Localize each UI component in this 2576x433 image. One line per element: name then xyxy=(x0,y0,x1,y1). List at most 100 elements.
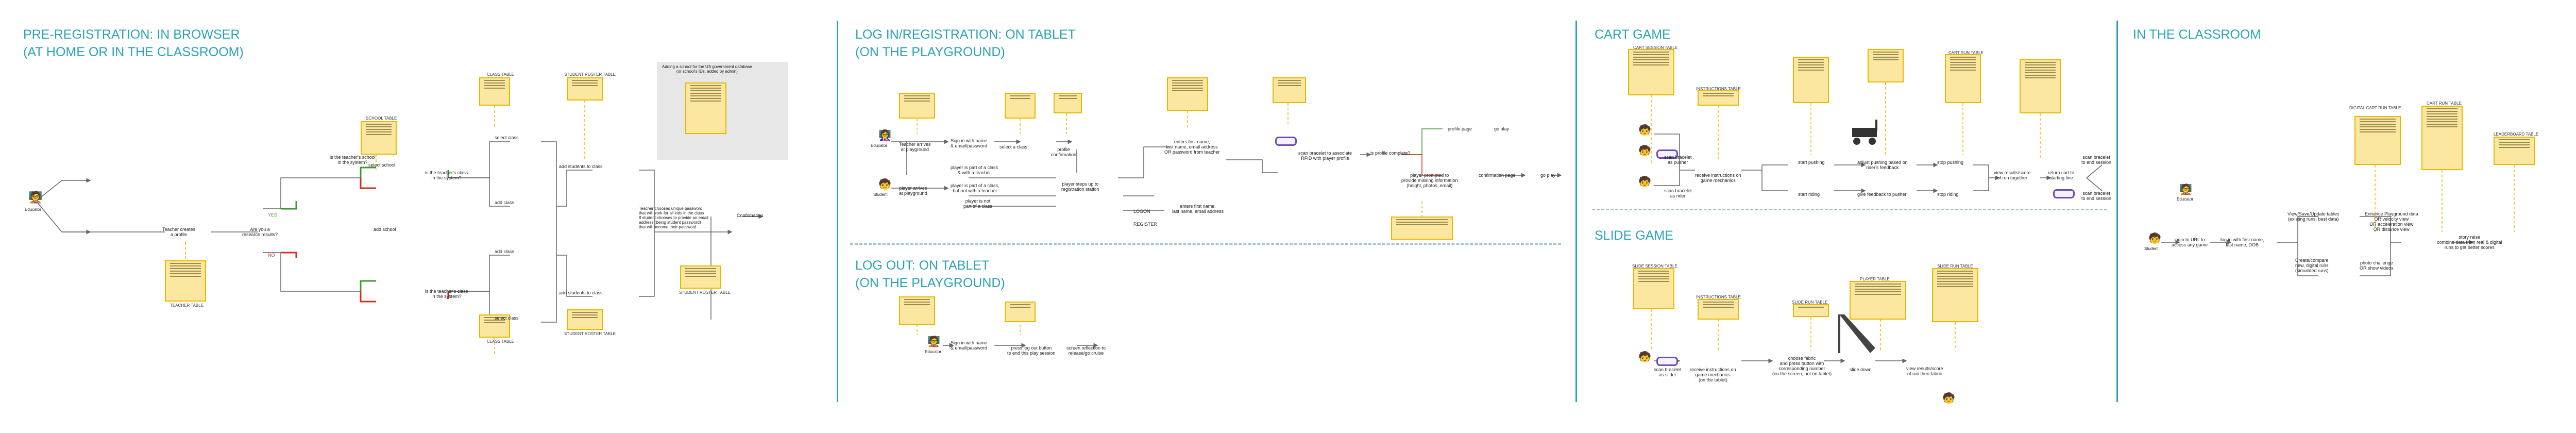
cart-pusher-icon: 🧒 xyxy=(1638,125,1651,136)
classroom-educator-icon: 🧑‍🏫 xyxy=(2179,184,2192,195)
student-roster-table-top xyxy=(567,77,603,101)
classroom-educator-label: Educator xyxy=(2177,197,2194,202)
classroom-cart-table-label: CART RUN TABLE xyxy=(2427,101,2462,106)
section-title-cart-game: CART GAME xyxy=(1595,27,1671,42)
login-teacher-table xyxy=(899,93,935,119)
login-student-info-table-2 xyxy=(1273,77,1306,103)
is-class-question-bottom: is the teacher's class in the system? xyxy=(425,289,468,299)
student-roster-table-bottom xyxy=(567,309,603,330)
cart-scan-rider-label: scan bracelet as rider xyxy=(1664,188,1692,198)
cart-session-table-label: CART SESSION TABLE xyxy=(1633,45,1678,50)
section-divider xyxy=(837,21,838,402)
login-educator-label: Educator xyxy=(871,143,888,148)
gov-database-note: Adding a school for the US government da… xyxy=(662,64,752,74)
login-player-table xyxy=(1391,216,1453,240)
slide-run-table-small-label: SLIDE RUN TABLE xyxy=(1792,300,1828,305)
student-roster-label-bottom: STUDENT ROSTER TABLE xyxy=(564,331,616,336)
select-class-label-top: select class xyxy=(495,135,519,140)
school-table-label: SCHOOL TABLE xyxy=(366,116,397,121)
cart-instructions-table-label: INSTRUCTIONS TABLE xyxy=(1696,87,1741,91)
classroom-leaderboard-label: LEADERBOARD TABLE xyxy=(2494,132,2539,137)
add-class-label-bottom: add class xyxy=(495,249,515,254)
classroom-login2-label: log in with first name, last name, DOB xyxy=(2221,237,2264,247)
bracelet-icon xyxy=(1275,137,1297,146)
slide-session-table xyxy=(1633,268,1674,309)
cart-return-label: return cart to starting line xyxy=(2048,170,2075,180)
view-tables-label: View/Save/Update tables (existing runs, … xyxy=(2287,211,2340,222)
add-students-label-top: add students to class xyxy=(559,164,603,169)
cart-start-riding-label: start riding xyxy=(1798,192,1820,197)
slide-choose-label: choose fabric and press button with corr… xyxy=(1772,356,1832,376)
class-table-bottom xyxy=(479,314,510,338)
section-title-classroom: IN THE CLASSROOM xyxy=(2133,27,2261,42)
logout-educator-icon: 🧑‍🏫 xyxy=(927,336,940,347)
bracelet-icon xyxy=(1656,357,1678,366)
classroom-cart-run-table xyxy=(2421,106,2463,170)
registered-question: Are you a research results? xyxy=(242,227,278,237)
login-select-class-label: select a class xyxy=(999,144,1028,149)
photo-challenge-label: photo challenge OR show videos xyxy=(2360,260,2394,271)
slide-icon xyxy=(1838,314,1875,353)
story-raise-label: story raise combine data from real & dig… xyxy=(2437,235,2502,250)
part-of-class-label: player is part of a class & with a teach… xyxy=(951,165,998,175)
add-school-label: add school xyxy=(374,227,396,232)
login-sign-in-label: Sign in with name & email/password xyxy=(951,138,988,148)
slide-scan-label: scan bracelet as slider xyxy=(1654,367,1682,377)
class-table-top-label: CLASS TABLE xyxy=(487,72,515,77)
classroom-student-label: Student xyxy=(2144,246,2159,251)
cart-start-pushing-label: start pushing xyxy=(1798,160,1825,165)
add-class-label-top: add class xyxy=(495,200,515,205)
bracelet-icon xyxy=(2053,189,2075,198)
yes-label: YES xyxy=(268,212,278,218)
cart-stop-riding-label: stop riding xyxy=(1937,192,1959,197)
add-students-label-bottom: add students to class xyxy=(559,290,603,295)
is-class-question-top: is the teacher's class in the system? xyxy=(425,170,468,180)
section-divider xyxy=(2116,21,2118,402)
section-divider-dashed xyxy=(1592,209,2107,210)
student-roster-label-final: STUDENT ROSTER TABLE xyxy=(679,290,731,295)
cart-rider2-icon: 🧒 xyxy=(1638,176,1651,188)
slide-run-table-label: SLIDE RUN TABLE xyxy=(1937,264,1973,269)
slide-player-icon: 🧒 xyxy=(1638,352,1651,363)
is-school-question-top: is the teacher's school in the system? xyxy=(330,155,376,165)
section-title-slide-game: SLIDE GAME xyxy=(1595,228,1673,243)
logout-educator-label: Educator xyxy=(925,349,942,354)
enter-name-label-2: enters first name, last name, email addr… xyxy=(1172,204,1224,214)
logout-sign-in-label: Sign in with name & email/password xyxy=(951,340,988,351)
section-title-pre-registration: PRE-REGISTRATION: IN BROWSER (AT HOME OR… xyxy=(23,27,244,59)
go-play-label: go play xyxy=(1540,173,1556,178)
go-play-label-top: go play xyxy=(1494,126,1510,131)
slide-run-table xyxy=(1932,268,1978,322)
create-runs-label: Create/compare new, digital runs (simula… xyxy=(2295,258,2329,273)
cart-end-session-label-2: scan bracelet to end session xyxy=(2081,191,2112,201)
section-divider xyxy=(1575,21,1577,402)
bracelet-icon xyxy=(1656,149,1678,159)
teacher-arrives-label: Teacher arrives at playground xyxy=(899,142,931,152)
teacher-table-label: TEACHER TABLE xyxy=(170,303,204,308)
not-part-label: player is not part of a class xyxy=(963,198,993,209)
profile-confirm-label: profile confirmation xyxy=(1051,147,1077,157)
cart-run-table-2 xyxy=(1868,49,1904,82)
enter-name-label: enters first name, last name, email addr… xyxy=(1164,139,1220,155)
slide-session-table-label: SLIDE SESSION TABLE xyxy=(1632,264,1677,269)
login-student-label: Student xyxy=(873,192,888,197)
classroom-digital-cart-table xyxy=(2354,116,2401,165)
cart-run-table-1 xyxy=(1793,57,1829,103)
cart-session-table-end xyxy=(2020,59,2061,113)
select-school-label: select school xyxy=(368,162,396,168)
password-note: Teacher chooses unique password that wil… xyxy=(639,206,708,229)
logout-visit-table xyxy=(1005,302,1036,322)
class-table-top xyxy=(479,77,510,106)
missing-info-prompt: player prompted to provide missing infor… xyxy=(1401,173,1458,188)
cart-view-results-label: view results/score of run together xyxy=(1994,170,2031,180)
player-avatar-icon: 🧒 xyxy=(878,179,891,190)
profile-page-label: profile page xyxy=(1448,126,1472,131)
reg-station-label: player steps up to registration station xyxy=(1061,181,1099,192)
login-class-table xyxy=(1005,93,1036,119)
slide-instructions-label: receive instructions on game mechanics (… xyxy=(1690,367,1736,382)
class-table-bottom-label: CLASS TABLE xyxy=(487,339,515,344)
section-title-logout: LOG OUT: ON TABLET (ON THE PLAYGROUND) xyxy=(855,258,1005,290)
slide-down-label: slide down xyxy=(1850,367,1872,372)
student-roster-label-top: STUDENT ROSTER TABLE xyxy=(564,72,616,77)
cart-end-session-label: scan bracelet to end session xyxy=(2081,155,2112,165)
